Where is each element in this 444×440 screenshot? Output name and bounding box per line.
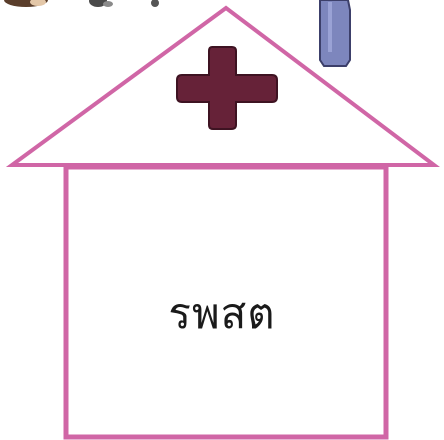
cropped-decoration-left xyxy=(4,0,159,7)
house-body-outline xyxy=(63,164,389,440)
medical-cross-icon xyxy=(176,46,278,130)
house-label: รพสต xyxy=(168,289,276,338)
bottle-icon xyxy=(319,0,351,67)
